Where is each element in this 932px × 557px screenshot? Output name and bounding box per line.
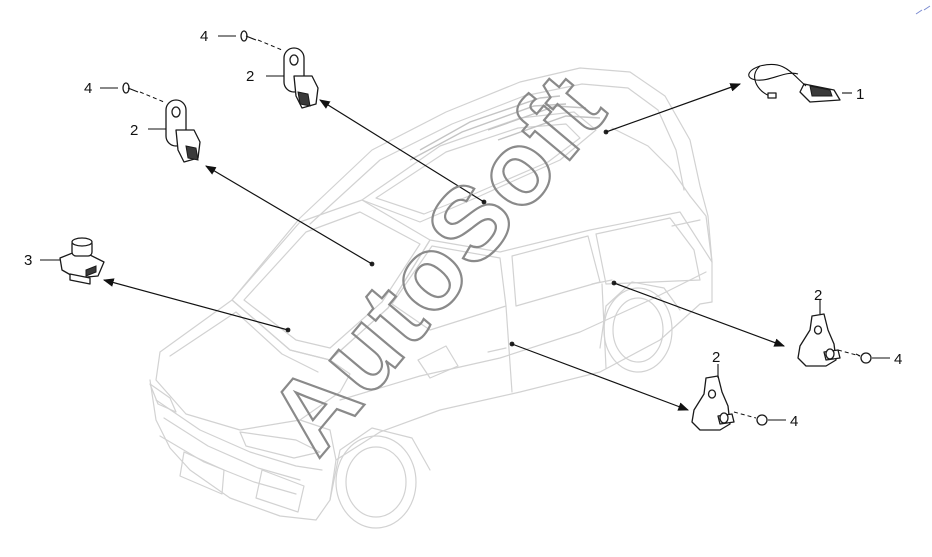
arrow-to-part-1 bbox=[605, 83, 742, 133]
part-4-top-screw bbox=[240, 30, 257, 42]
callout-4-mid: 4 bbox=[84, 80, 92, 97]
arrow-to-part-2-bottom bbox=[511, 343, 690, 411]
callout-4-bottom: 4 bbox=[790, 413, 798, 430]
callout-4-right: 4 bbox=[894, 351, 902, 368]
callout-2-top: 2 bbox=[246, 68, 254, 85]
part-2-bottom-door-sensor bbox=[691, 375, 735, 431]
part-4-bottom-screw bbox=[756, 414, 768, 426]
corner-mark bbox=[915, 5, 931, 15]
callout-2-mid: 2 bbox=[130, 122, 138, 139]
part-2-top-bracket bbox=[283, 47, 319, 109]
callout-3: 3 bbox=[24, 252, 32, 269]
pointer-arrows bbox=[102, 83, 786, 411]
callout-2-bottom: 2 bbox=[712, 349, 720, 366]
part-4-right-screw bbox=[855, 352, 872, 364]
callout-1: 1 bbox=[856, 86, 864, 103]
screw-path-mid bbox=[139, 91, 165, 103]
vehicle-outline bbox=[149, 67, 713, 529]
mount-point-front-door bbox=[509, 341, 515, 347]
screw-path-top bbox=[257, 39, 283, 51]
part-4-mid-screw bbox=[122, 82, 139, 94]
screw-path-right bbox=[837, 349, 861, 357]
callout-4-top: 4 bbox=[200, 28, 208, 45]
part-1-harness-sensor bbox=[748, 64, 841, 103]
arrow-to-part-2-mid bbox=[205, 165, 373, 265]
arrow-to-part-2-top bbox=[319, 99, 485, 203]
part-2-right-door-sensor bbox=[797, 313, 841, 367]
callout-2-right: 2 bbox=[814, 287, 822, 304]
part-3-rain-sensor bbox=[59, 237, 105, 285]
arrow-to-part-2-right bbox=[613, 282, 786, 347]
arrow-to-part-3 bbox=[102, 278, 289, 331]
screw-path-bottom bbox=[733, 411, 757, 419]
part-2-mid-bracket bbox=[165, 99, 201, 163]
